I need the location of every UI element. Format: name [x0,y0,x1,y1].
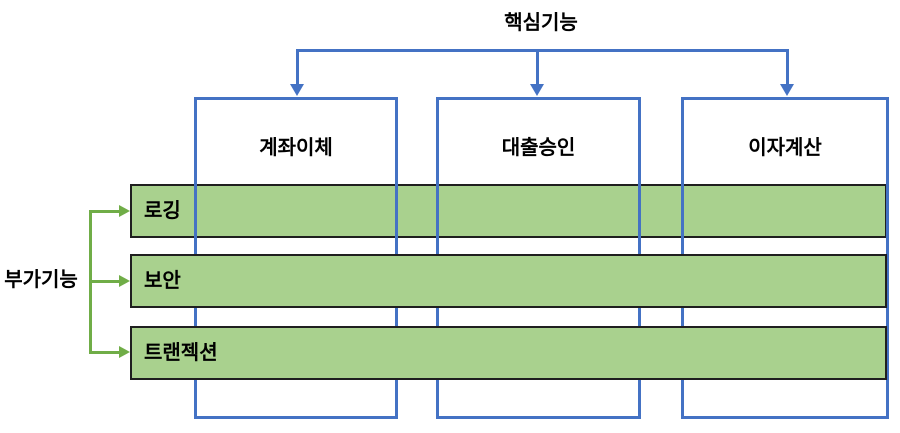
aspect-bar-label: 로깅 [144,200,181,222]
aspect-bar-transaction: 트랜젝션 [130,326,887,380]
core-connector-hline [296,49,789,52]
core-box-label: 계좌이체 [259,137,333,159]
aspect-bar-label: 보안 [144,270,181,292]
aspect-bracket-arrow-2 [89,280,120,283]
arrow-down-icon-1 [290,84,304,96]
core-connector-drop-1 [296,49,299,85]
arrow-right-icon-2 [119,275,130,287]
core-box-label: 대출승인 [501,137,576,159]
aspect-bar-security: 보안 [130,254,887,308]
arrow-down-icon-2 [530,84,544,96]
arrow-right-icon-3 [119,346,130,358]
aspect-bracket-arrow-3 [89,351,120,354]
arrow-down-icon-3 [780,84,794,96]
core-connector-drop-3 [786,49,789,85]
aspect-bracket-arrow-1 [89,210,120,213]
aspect-bar-label: 트랜젝션 [144,342,218,364]
core-connector-drop-2 [536,49,539,85]
arrow-right-icon-1 [119,205,130,217]
core-box-label: 이자계산 [748,137,822,159]
additional-functions-label: 부가기능 [4,269,78,291]
core-functions-title: 핵심기능 [504,12,578,34]
